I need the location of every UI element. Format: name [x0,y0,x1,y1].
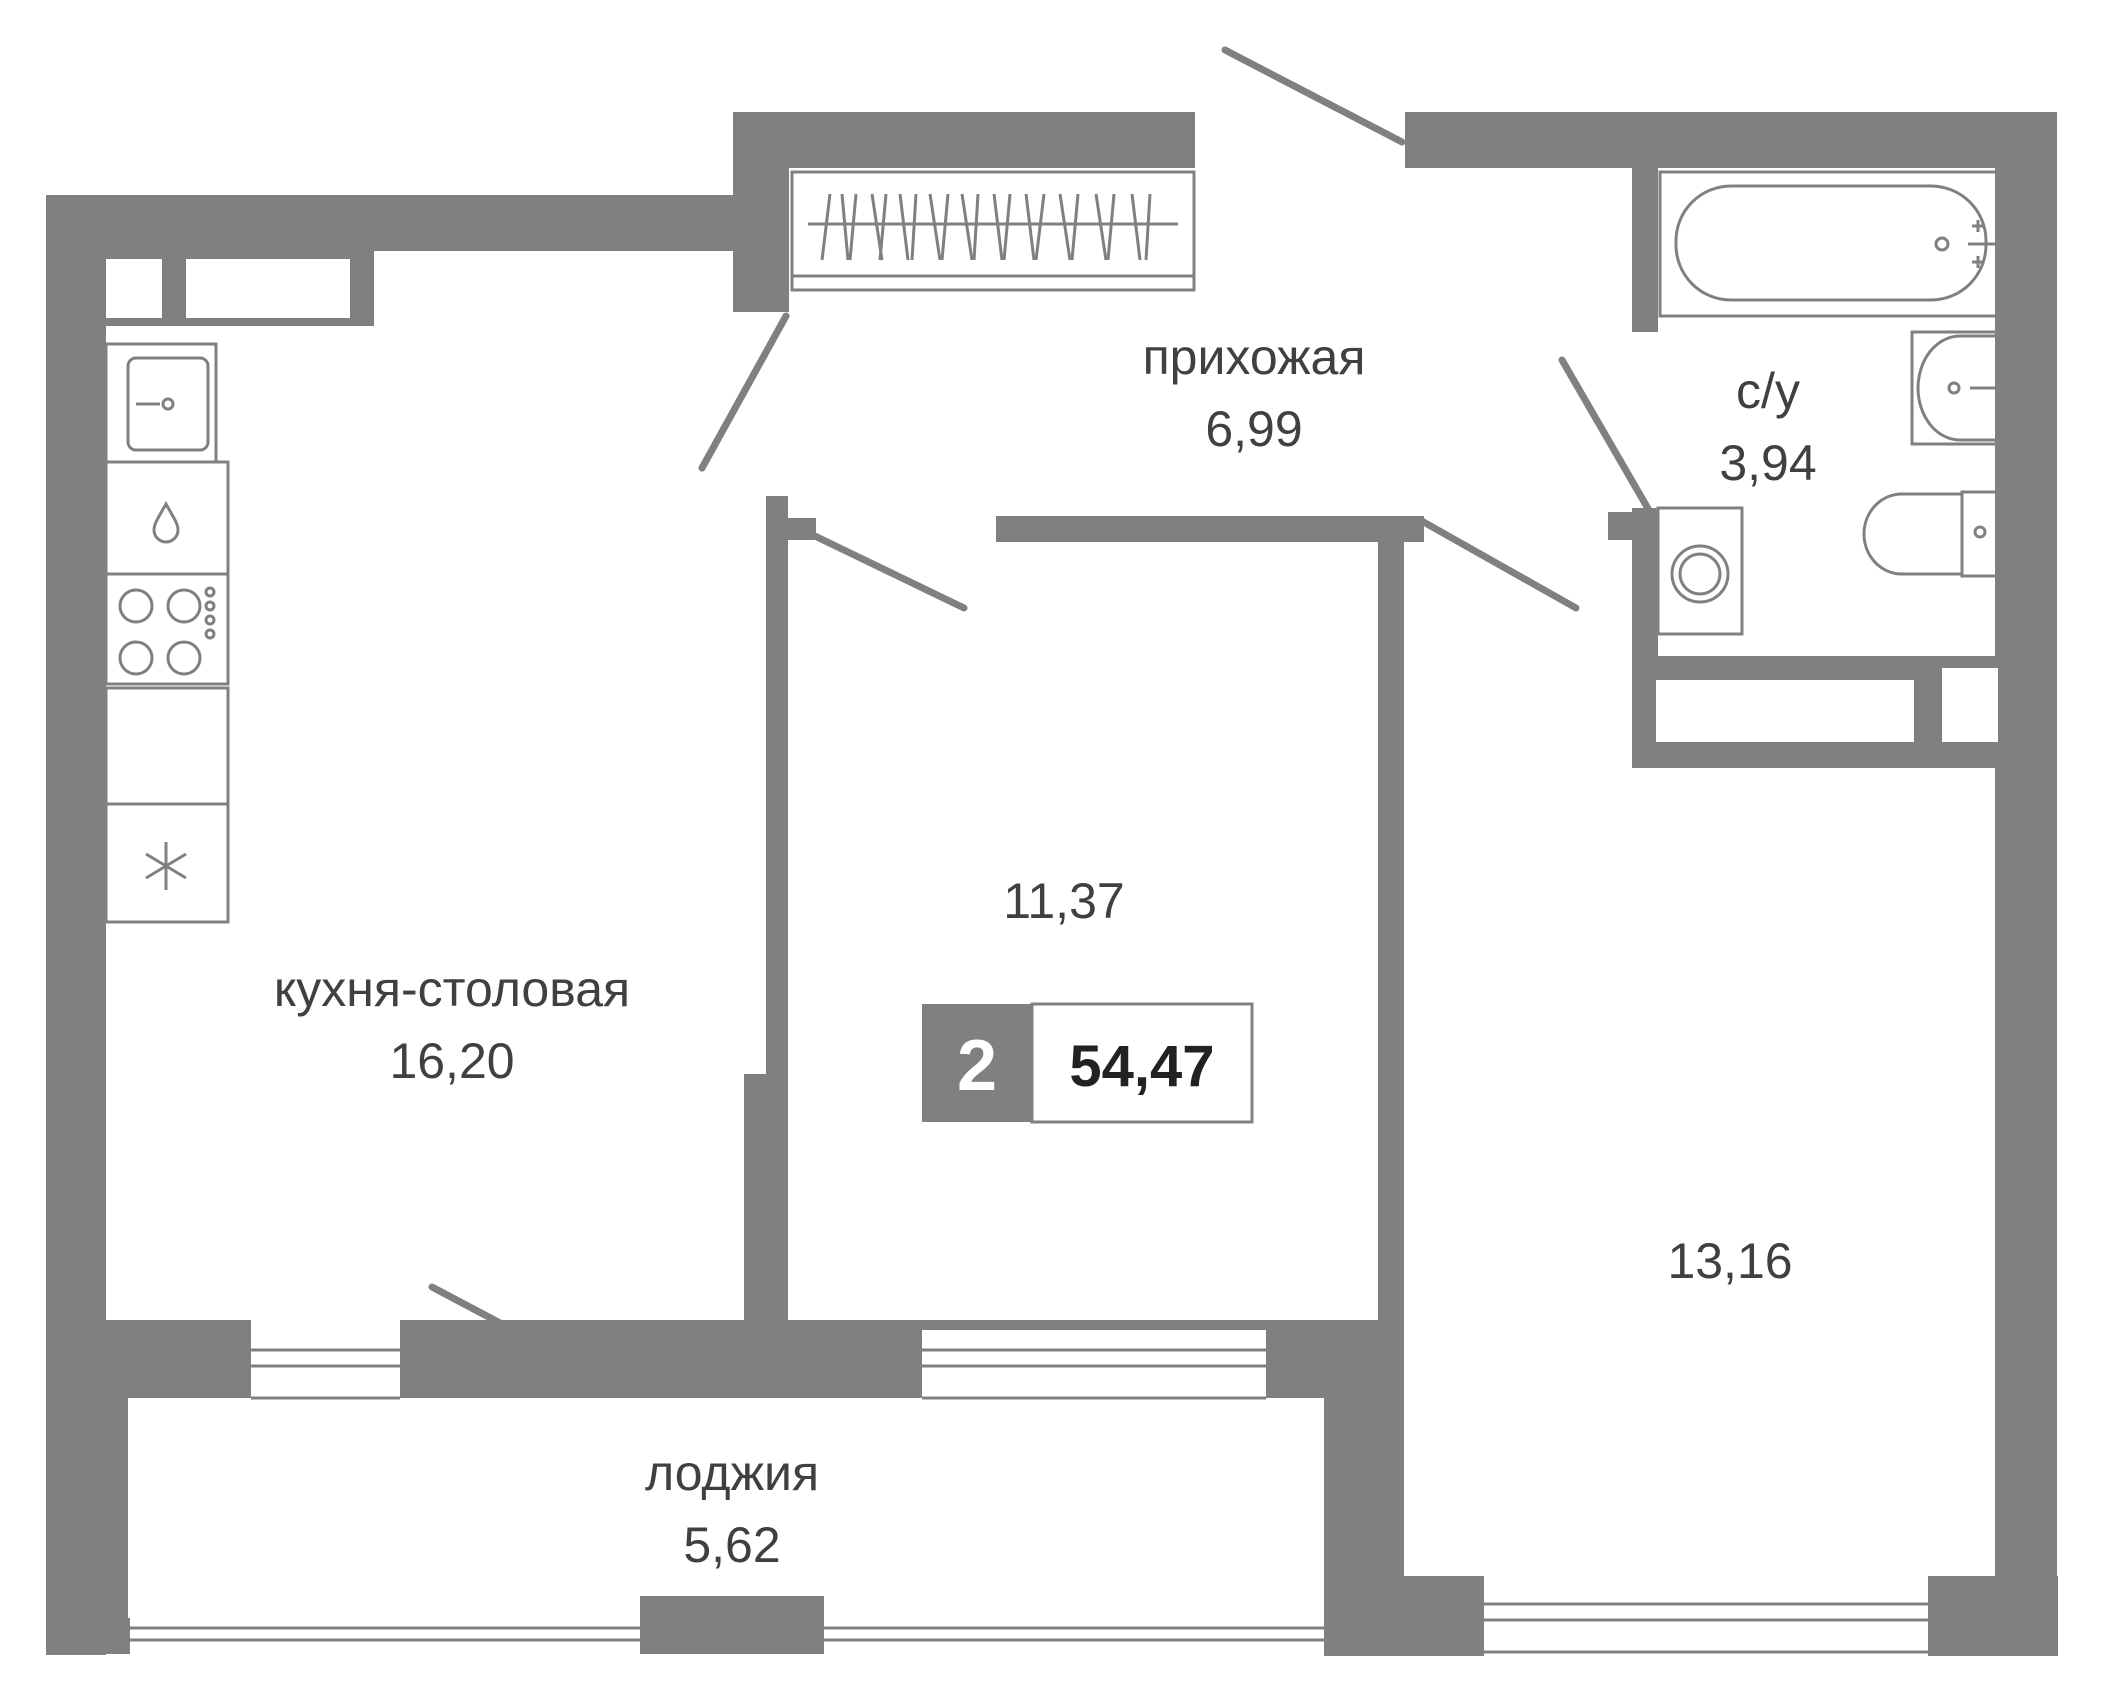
door-entrance [1221,46,1406,146]
bathtub-icon [1658,170,2002,318]
room-labels: прихожая 6,99 с/у 3,94 кухня-столовая 16… [274,329,1817,1573]
toilet-icon [1862,490,2000,578]
wall-bath-left-top [1632,168,1658,332]
rooms-count-box [922,1004,1032,1122]
wardrobe-cell [1942,668,1998,742]
niche-wall-mid [162,251,186,325]
kitchen-name: кухня-столовая [274,961,630,1017]
water-drop-icon [152,500,180,544]
niche-wall [106,251,374,259]
wall-bedrooms [1378,516,1404,1576]
niche-cell [186,258,350,318]
niche-wall-right [350,251,374,325]
wall-bedrooms-stub [1378,516,1424,542]
bedroom-large-area: 13,16 [1667,1233,1792,1289]
sink-icon [126,356,210,452]
wall-hallway-bottom [996,516,1424,542]
washing-machine-icon [1656,506,1744,636]
wall-kitchen-bedroom-upper [766,496,788,1326]
bathroom-name: с/у [1736,363,1800,419]
door-kitchen [698,312,790,472]
window-bedroom-large [1484,1584,1928,1654]
kitchen-area: 16,20 [389,1033,514,1089]
wall-bath-door-stub [1608,512,1658,540]
snowflake-icon [145,842,187,890]
doors [428,46,1654,1364]
closet [790,170,1196,292]
wall-kitchen-loggia-a [46,1320,251,1398]
washbasin-icon [1910,330,2000,446]
window-loggia-left [130,1620,640,1654]
wall-bedroom-bottom-b [1928,1576,2058,1656]
kitchen-counter [104,342,230,924]
niche-wall-bottom [106,318,374,326]
wall-right [1995,112,2057,1654]
windows [130,1328,1928,1654]
wall-top-right [1405,112,2057,168]
window-bedroom-small [922,1330,1266,1400]
wall-closet-left [733,112,789,312]
window-kitchen [251,1328,400,1400]
loggia-area: 5,62 [683,1517,780,1573]
total-area-box [1030,1002,1254,1124]
wall-door-stub [766,518,816,540]
hallway-name: прихожая [1143,329,1366,385]
bedroom-small-area: 11,37 [1003,873,1124,929]
wall-bedroom-bottom-a [1324,1576,1484,1656]
loggia-pier [640,1596,824,1654]
wardrobe-icon [1656,680,1914,742]
hanger-lines [820,193,1152,261]
door-loggia [428,1283,574,1364]
door-bathroom [1558,356,1654,516]
total-area: 54,47 [1069,1034,1214,1099]
loggia-name: лоджия [645,1445,819,1501]
stove-icon [118,586,216,676]
bathroom-area: 3,94 [1719,435,1816,491]
wall-top-closet [733,112,1195,168]
rooms-count: 2 [957,1026,997,1106]
summary-badge: 2 54,47 [922,1002,1254,1124]
door-bedroom-large [1416,516,1580,612]
wall-top-left [46,195,786,251]
door-bedroom-small [786,520,968,612]
window-loggia-right [824,1620,1324,1654]
hallway-area: 6,99 [1205,401,1302,457]
wall-kitchen-loggia-b [400,1320,576,1398]
